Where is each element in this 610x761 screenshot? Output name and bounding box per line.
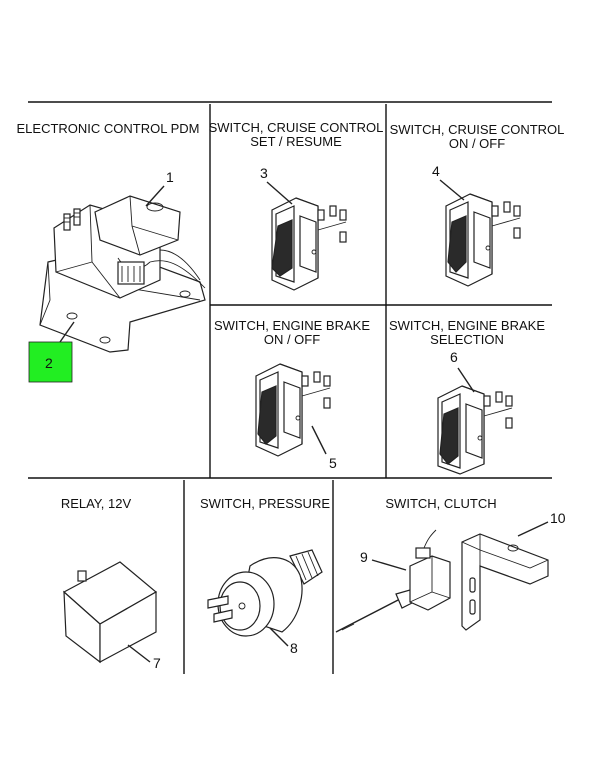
callout-2: 2 bbox=[45, 355, 53, 371]
title-engine-brake-selection-1: SWITCH, ENGINE BRAKE bbox=[389, 318, 545, 333]
title-cruise-on-off-1: SWITCH, CRUISE CONTROL bbox=[390, 122, 565, 137]
callout-9: 9 bbox=[360, 549, 368, 565]
clutch-switch bbox=[335, 529, 451, 633]
callout-4: 4 bbox=[432, 163, 440, 179]
callout-6: 6 bbox=[450, 349, 458, 365]
title-cruise-set-resume-1: SWITCH, CRUISE CONTROL bbox=[209, 120, 384, 135]
title-clutch-switch: SWITCH, CLUTCH bbox=[385, 496, 496, 511]
title-engine-brake-on-off-2: ON / OFF bbox=[264, 332, 320, 347]
callout-3: 3 bbox=[260, 165, 268, 181]
ecm-pdm-drawing bbox=[39, 195, 206, 353]
title-ecm-pdm: ELECTRONIC CONTROL PDM bbox=[17, 121, 200, 136]
callout-1: 1 bbox=[166, 169, 174, 185]
callout-8: 8 bbox=[290, 640, 298, 656]
title-cruise-on-off-2: ON / OFF bbox=[449, 136, 505, 151]
rocker-switch-5 bbox=[255, 363, 331, 457]
leader-9 bbox=[371, 559, 407, 571]
title-relay: RELAY, 12V bbox=[61, 496, 132, 511]
leader-5 bbox=[311, 425, 327, 455]
clutch-bracket bbox=[461, 533, 549, 631]
title-cruise-set-resume-2: SET / RESUME bbox=[250, 134, 342, 149]
callout-7: 7 bbox=[153, 655, 161, 671]
leader-10 bbox=[517, 521, 549, 537]
leader-7 bbox=[127, 644, 151, 663]
leader-4 bbox=[439, 179, 465, 201]
relay-12v bbox=[62, 561, 158, 664]
title-pressure-switch: SWITCH, PRESSURE bbox=[200, 496, 330, 511]
leader-3 bbox=[266, 181, 293, 205]
callout-10: 10 bbox=[550, 510, 566, 526]
leader-1 bbox=[145, 185, 165, 207]
rocker-switch-4 bbox=[445, 193, 521, 287]
pressure-switch bbox=[207, 549, 323, 637]
leader-6 bbox=[457, 367, 475, 393]
leader-8 bbox=[269, 627, 289, 647]
callout-5: 5 bbox=[329, 455, 337, 471]
rocker-switch-3 bbox=[271, 197, 347, 291]
title-engine-brake-selection-2: SELECTION bbox=[430, 332, 504, 347]
rocker-switch-6 bbox=[437, 385, 513, 475]
title-engine-brake-on-off-1: SWITCH, ENGINE BRAKE bbox=[214, 318, 370, 333]
leader-2 bbox=[59, 321, 75, 343]
callout-2-highlight bbox=[28, 341, 73, 383]
